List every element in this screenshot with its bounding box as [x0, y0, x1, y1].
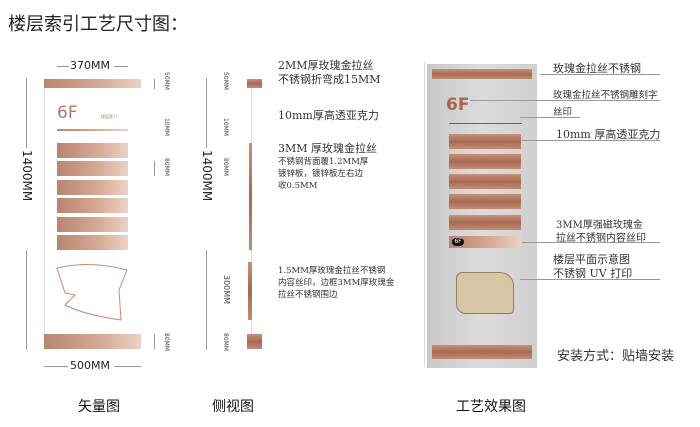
floor-number: 6F [57, 103, 78, 123]
side-top-bar [247, 79, 262, 88]
effect-caption: 工艺效果图 [456, 399, 526, 415]
dimension-line [206, 78, 207, 148]
leader-line [522, 140, 660, 141]
sign-label: 楼层索引 [101, 114, 117, 119]
side-note: 内容丝印，边框3MM厚玫瑰金 [278, 278, 395, 288]
side-index-bars [249, 143, 252, 250]
dim-label: 80MM [163, 158, 170, 176]
side-note: 镀锌板，镀锌板左右边 [278, 169, 364, 179]
side-note: 收0.5MM [278, 181, 318, 191]
dim-label: 80MM [222, 333, 229, 351]
index-bar [57, 143, 128, 158]
dim-label: 50MM [222, 72, 229, 90]
dimension-line [114, 366, 141, 367]
width-top-label: 370MM [70, 59, 110, 72]
side-note: 10mm厚高透亚克力 [278, 109, 379, 122]
side-note: 1.5MM厚玫瑰金拉丝不锈钢 [278, 266, 386, 276]
index-bar [449, 154, 521, 169]
side-note: 拉丝不锈钢围边 [278, 290, 338, 300]
side-note: 2MM厚玫瑰金拉丝 [278, 59, 374, 72]
dim-label: 10MM [222, 118, 229, 136]
effect-note: 丝印 [553, 107, 573, 118]
side-height-label: 1400MM [200, 150, 214, 202]
index-bar [449, 194, 521, 209]
index-bar [57, 180, 128, 195]
bottom-bar [44, 334, 141, 349]
index-bar [57, 161, 128, 176]
effect-note: 玫瑰金拉丝不锈钢雕刻字 [553, 90, 658, 101]
side-note: 不锈钢背面覆1.2MM厚 [278, 157, 369, 167]
effect-note: 不锈钢 UV 打印 [553, 267, 633, 280]
side-note: 不锈钢折弯成15MM [278, 73, 381, 86]
dimension-line [57, 66, 69, 67]
page-title: 楼层索引工艺尺寸图： [8, 14, 188, 35]
leader-line [470, 100, 660, 101]
effect-top-bar [432, 69, 532, 79]
index-bar [449, 215, 521, 230]
dimension-line [44, 366, 68, 367]
index-bar [57, 235, 128, 250]
effect-note: 玫瑰金拉丝不锈钢 [553, 62, 641, 75]
side-map-panel [248, 262, 252, 320]
effect-bottom-bar [432, 345, 532, 359]
separator [424, 62, 425, 367]
width-bottom-label: 500MM [70, 359, 110, 372]
leader-line [520, 117, 580, 118]
effect-floor-number: 6F [446, 95, 470, 115]
index-bar [57, 198, 128, 213]
panel-edge [44, 88, 45, 334]
vector-caption: 矢量图 [78, 399, 120, 415]
dim-label: 50MM [163, 72, 170, 90]
magnetic-label-bar [449, 236, 521, 248]
dim-label: 80MM [222, 158, 229, 176]
index-bar [57, 217, 128, 232]
dimension-line [154, 161, 155, 176]
side-caption: 侧视图 [212, 399, 254, 415]
dim-label: 80MM [163, 333, 170, 351]
top-bar [44, 79, 141, 88]
height-label: 1400MM [20, 150, 34, 202]
index-bar [449, 134, 521, 149]
leader-line [522, 242, 660, 243]
floor-map-image [456, 272, 514, 314]
leader-line [540, 74, 660, 75]
dimension-line [114, 66, 128, 67]
side-note: 3MM 厚玫瑰金拉丝 [278, 142, 378, 155]
divider-line [57, 129, 128, 131]
floor-map-outline [56, 263, 128, 321]
leader-line [520, 279, 660, 280]
divider-line [449, 123, 522, 124]
dimension-line [26, 78, 27, 148]
dim-label: 10MM [163, 118, 170, 136]
dimension-line [26, 250, 27, 350]
floor-badge: 6F [452, 238, 464, 246]
dimension-line [206, 250, 207, 350]
side-bottom-bar [247, 334, 262, 349]
index-bar [449, 174, 521, 189]
dimension-line [154, 334, 155, 349]
effect-note: 拉丝不锈钢内容丝印 [556, 233, 646, 244]
install-method: 安装方式：贴墙安装 [557, 349, 675, 364]
effect-note: 3MM厚强磁玫瑰金 [556, 220, 643, 231]
dim-label: 300MM [222, 275, 231, 305]
dimension-line [154, 79, 155, 89]
effect-note: 楼层平面示意图 [553, 253, 630, 266]
effect-note: 10mm 厚高透亚克力 [556, 128, 661, 141]
